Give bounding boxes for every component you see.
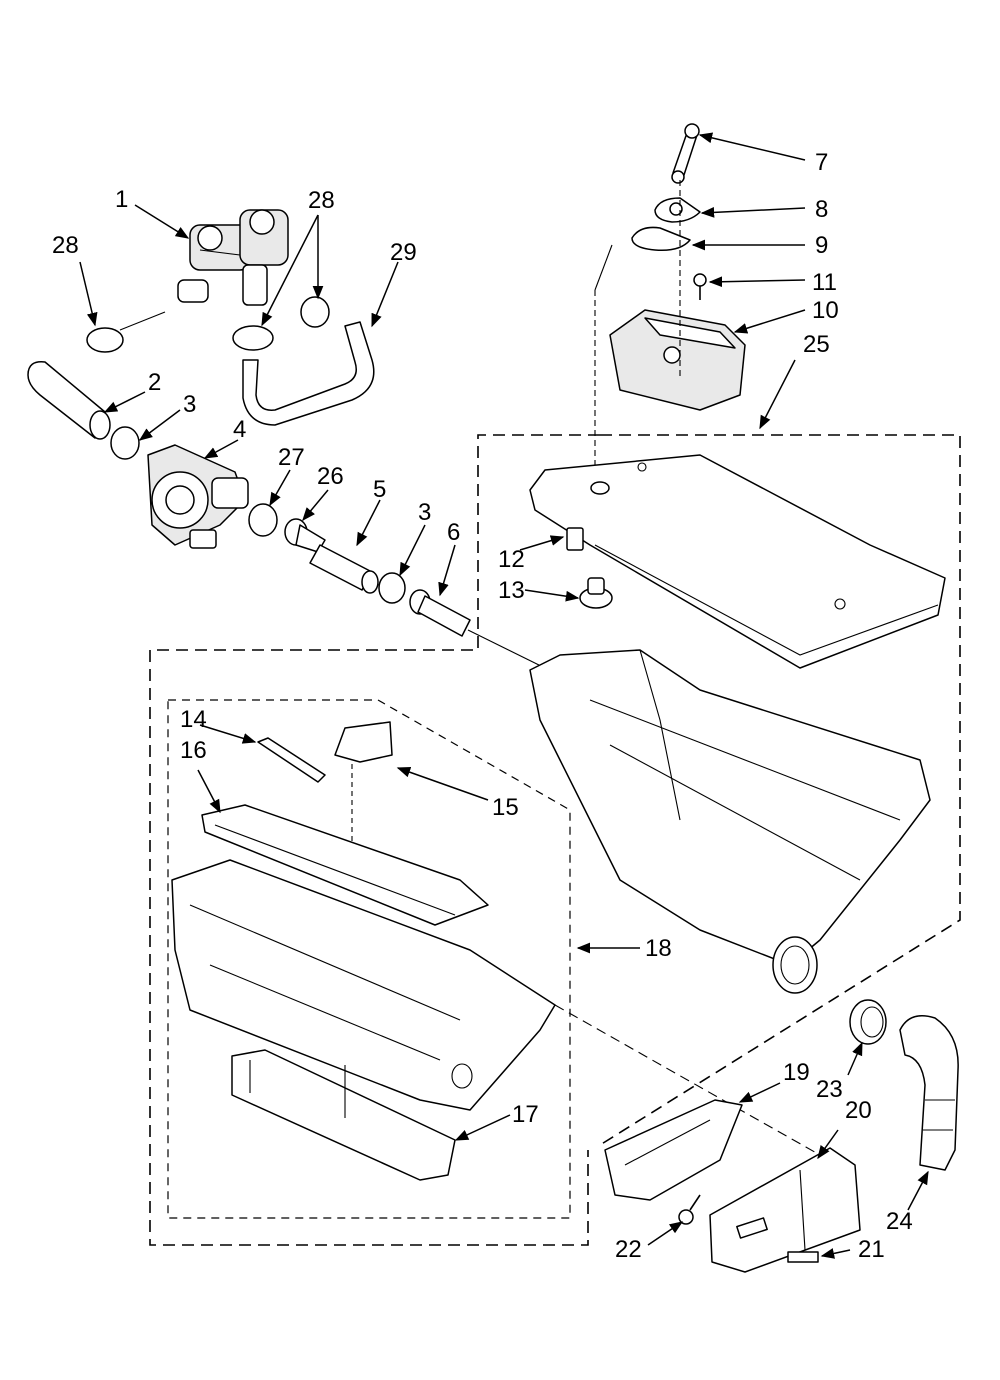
drawer-front-part-17: [231, 1049, 456, 1181]
callout-25: 25: [803, 331, 830, 358]
actuator-part-10: [609, 309, 746, 411]
callout-18: 18: [645, 935, 672, 962]
callout-24: 24: [886, 1208, 913, 1235]
hose-clamp-part-28-center: [232, 325, 274, 351]
hose-clamp-part-28-left: [86, 311, 166, 353]
callout-22: 22: [615, 1236, 642, 1263]
screw-part-11: [693, 273, 707, 300]
callout-4: 4: [233, 416, 246, 443]
gasket-part-9: [631, 226, 691, 252]
callout-21: 21: [858, 1236, 885, 1263]
drawer-handle-part-20: [709, 1147, 861, 1273]
callout-8: 8: [815, 196, 828, 223]
callout-19: 19: [783, 1059, 810, 1086]
callout-12: 12: [498, 546, 525, 573]
alignment-lines: [594, 180, 681, 480]
drawer-tray: [171, 859, 556, 1111]
drawer-cover-part-16: [201, 804, 489, 926]
tube-part-6: [409, 589, 546, 669]
callout-6: 6: [447, 519, 460, 546]
inlet-hose-part-29: [242, 321, 375, 426]
callout-5: 5: [373, 476, 386, 503]
tube-part-5: [309, 544, 379, 594]
callout-28-center: 28: [308, 187, 335, 214]
water-valve-part-1: [177, 209, 289, 306]
callout-13: 13: [498, 577, 525, 604]
callout-26: 26: [317, 463, 344, 490]
lever-part-8: [654, 197, 701, 223]
callout-27: 27: [278, 444, 305, 471]
link-part-7: [671, 123, 700, 184]
dispenser-housing-lid: [529, 454, 946, 669]
callout-29: 29: [390, 239, 417, 266]
callout-11: 11: [812, 269, 837, 296]
callout-2: 2: [148, 369, 161, 396]
short-hose-part-2: [27, 361, 111, 440]
clamp-part-27: [248, 503, 278, 537]
clip-part-12: [566, 527, 584, 551]
callout-14: 14: [180, 706, 207, 733]
drawer-cap-part-14: [257, 737, 326, 783]
drawer-alignment-line: [554, 1004, 821, 1156]
pump-part-4: [147, 444, 249, 549]
callout-3-left: 3: [183, 391, 196, 418]
callout-1: 1: [115, 186, 128, 213]
callout-3-right: 3: [418, 499, 431, 526]
hinge-part-19: [604, 1099, 743, 1201]
leader-lines: [79, 132, 929, 1259]
callout-15: 15: [492, 794, 519, 821]
callout-9: 9: [815, 232, 828, 259]
knob-part-13: [579, 577, 613, 609]
callout-23: 23: [816, 1076, 843, 1103]
label-part-21: [787, 1251, 819, 1263]
hose-clamp-part-3-left: [110, 426, 140, 460]
callout-10: 10: [812, 297, 839, 324]
bellows-hose-part-24: [899, 1015, 959, 1171]
dispenser-housing-body: [529, 649, 931, 994]
callout-7: 7: [815, 149, 828, 176]
callout-20: 20: [845, 1097, 872, 1124]
screw-part-22: [678, 1194, 701, 1225]
callout-16: 16: [180, 737, 207, 764]
hose-clamp-part-28-right: [300, 296, 330, 328]
hose-clamp-part-3-right: [378, 572, 406, 604]
callout-28-left: 28: [52, 232, 79, 259]
siphon-part-15: [334, 721, 393, 845]
grommet-part-23: [849, 999, 887, 1045]
callout-labels: 1 28 28 29 2 3 4 27 26 5 3 6 7 8 9 11 10…: [52, 149, 913, 1263]
assembly-outline-25: [149, 434, 961, 1246]
callout-17: 17: [512, 1101, 539, 1128]
